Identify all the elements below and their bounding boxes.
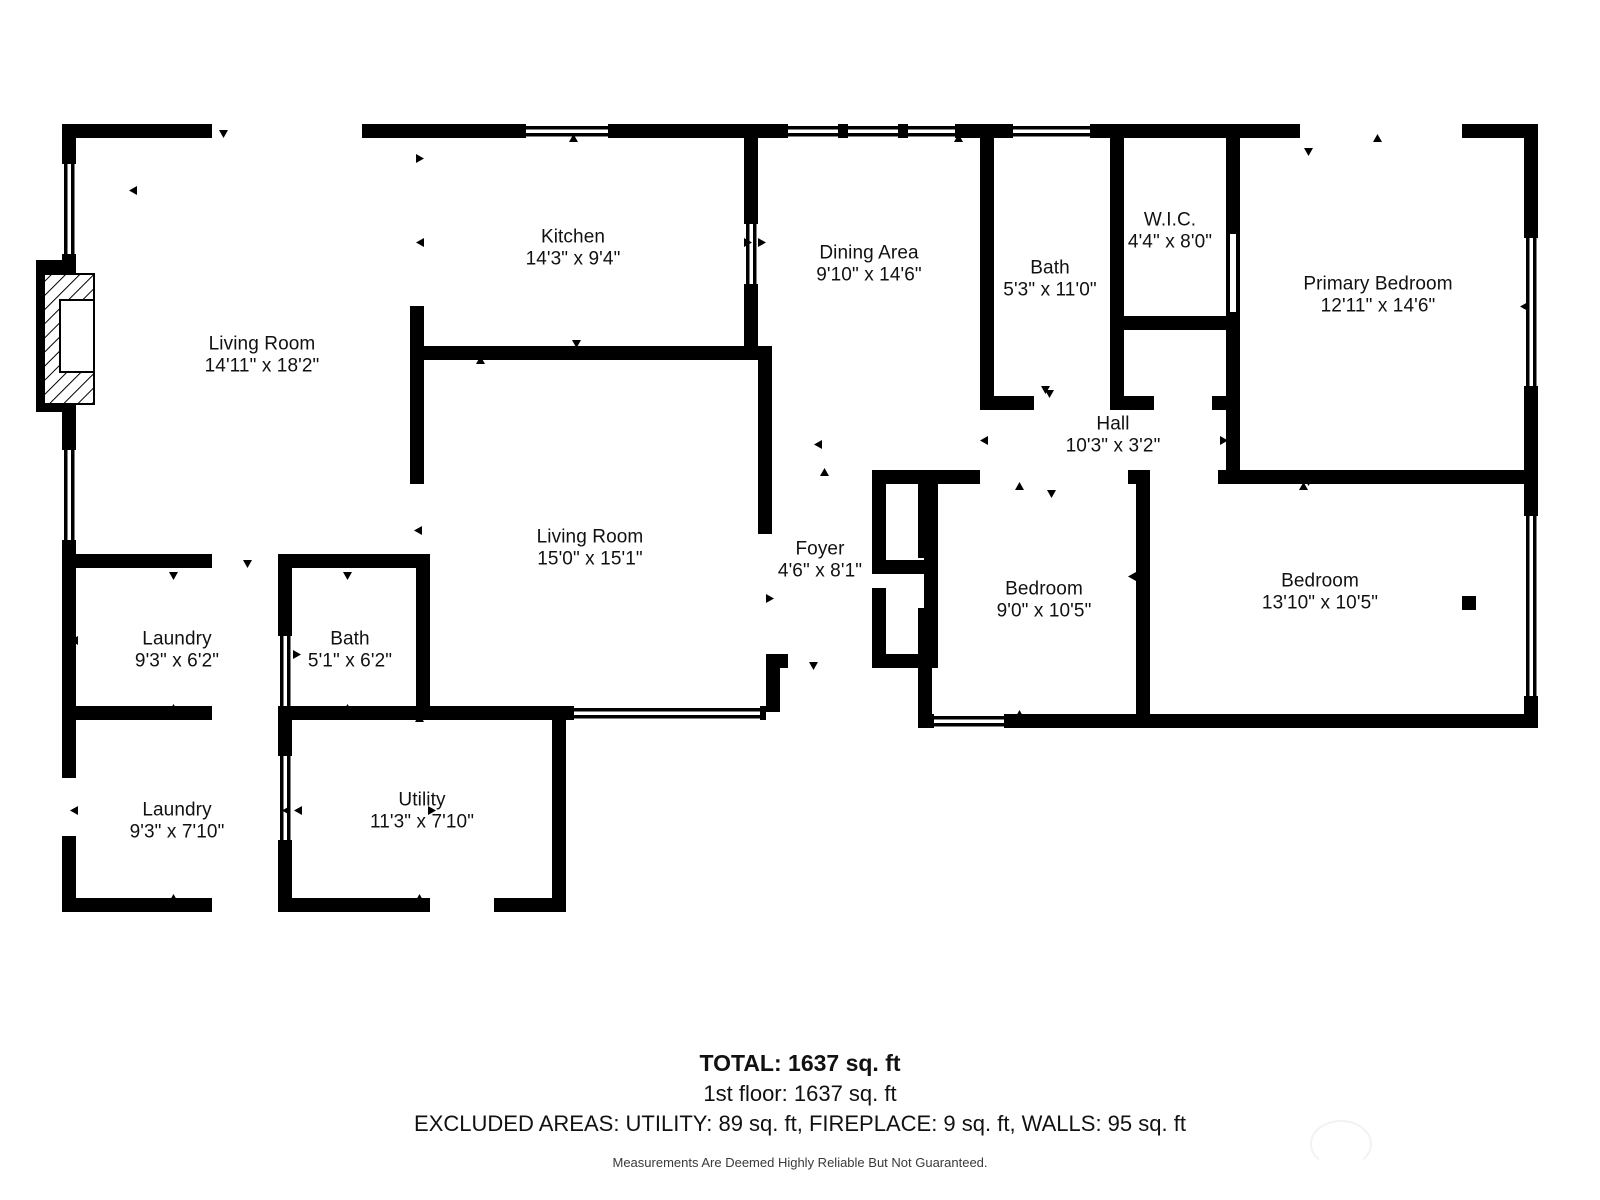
excluded-areas-text: EXCLUDED AREAS: UTILITY: 89 sq. ft, FIRE… — [414, 1110, 1186, 1136]
total-area-text: TOTAL: 1637 sq. ft — [699, 1050, 901, 1076]
watermark-arc — [1310, 1120, 1372, 1168]
dimension-arrows — [70, 130, 1528, 902]
disclaimer-text: Measurements Are Deemed Highly Reliable … — [612, 1155, 988, 1171]
floor-area-text: 1st floor: 1637 sq. ft — [703, 1081, 897, 1107]
walls-group — [36, 124, 1538, 912]
area-summary: TOTAL: 1637 sq. ft 1st floor: 1637 sq. f… — [0, 1048, 1600, 1170]
